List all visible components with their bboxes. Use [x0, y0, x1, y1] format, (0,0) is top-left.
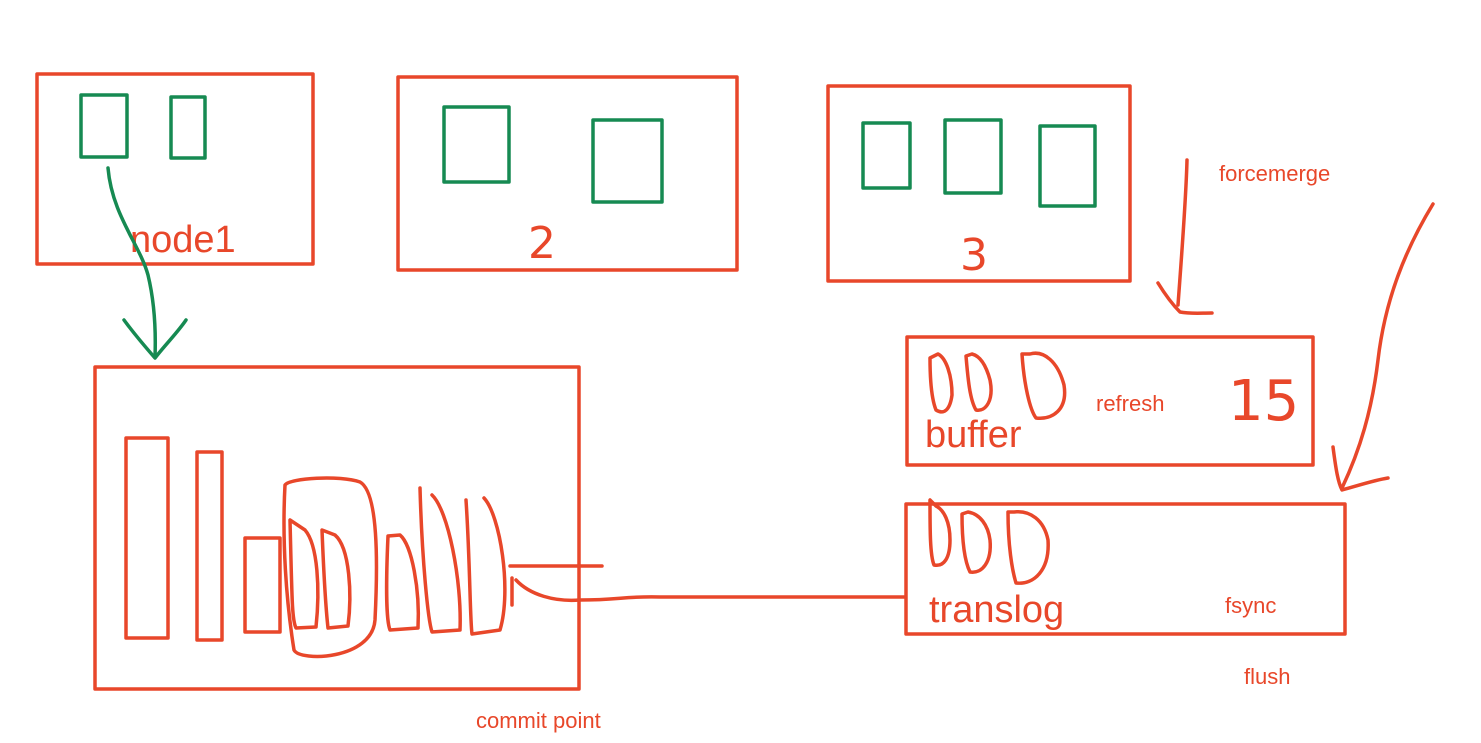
node3-shard-2: [943, 118, 1003, 195]
buffer-label: buffer: [925, 414, 1022, 456]
node3-box: 3: [826, 84, 1132, 283]
flush-label: flush: [1244, 664, 1290, 689]
node2-shard-2: [591, 118, 664, 204]
flush-arrow: flush: [1244, 202, 1435, 689]
buffer-box: buffer refresh 15: [905, 335, 1315, 467]
node1-shard-2: [169, 95, 207, 160]
node2-shard-1: [442, 105, 511, 184]
commit-point-label: commit point: [476, 708, 601, 733]
translog-box: translog fsync: [904, 498, 1347, 636]
translog-connector: [514, 578, 907, 603]
segment-3: [243, 536, 282, 634]
disk-segments-box: commit point: [93, 365, 604, 733]
node3-shard-3: [1038, 124, 1097, 208]
node2-box: 2: [396, 75, 739, 272]
node1-shard-1: [79, 93, 129, 159]
fsync-label: fsync: [1225, 593, 1276, 618]
forcemerge-arrow: forcemerge: [1156, 158, 1330, 315]
refresh-interval-label: 15: [1228, 369, 1299, 434]
node2-label: 2: [528, 218, 556, 269]
node1-box: node1: [35, 72, 315, 266]
forcemerge-label: forcemerge: [1219, 161, 1330, 186]
node1-label: node1: [130, 219, 236, 261]
translog-label: translog: [929, 589, 1064, 631]
node3-shard-1: [861, 121, 912, 190]
segment-2: [195, 450, 224, 642]
green-arrow: [106, 166, 188, 360]
segment-1: [124, 436, 170, 640]
node3-label: 3: [960, 230, 988, 281]
refresh-label: refresh: [1096, 391, 1164, 416]
